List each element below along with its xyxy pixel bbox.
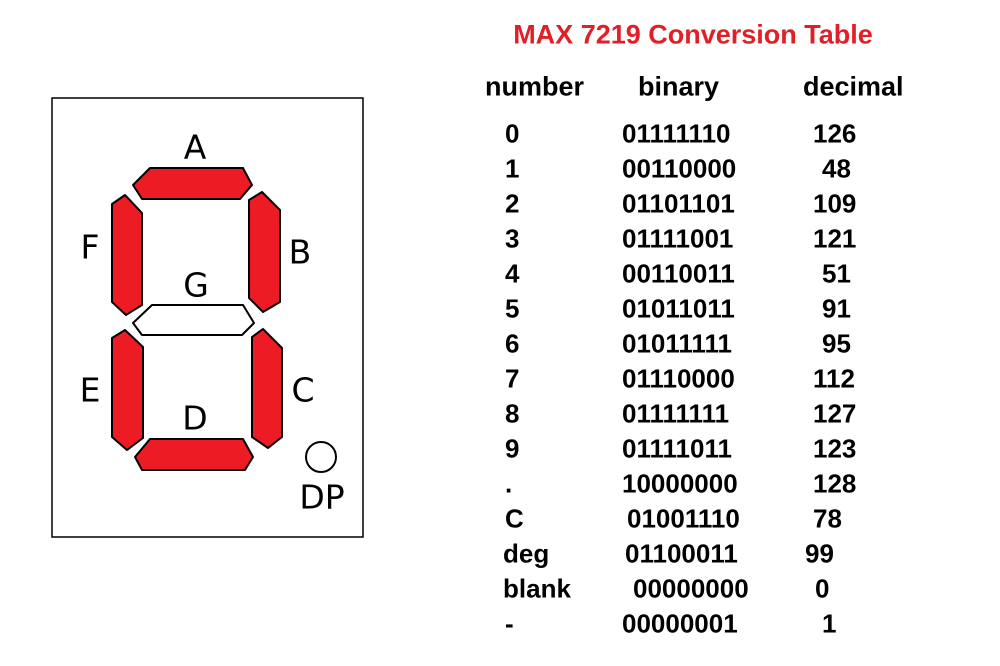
cell-binary: 01001110 bbox=[627, 503, 740, 534]
cell-number: . bbox=[505, 468, 513, 499]
cell-number: 0 bbox=[505, 118, 520, 149]
cell-binary: 10000000 bbox=[622, 468, 738, 499]
cell-decimal: 123 bbox=[813, 433, 857, 464]
cell-number: blank bbox=[503, 573, 571, 604]
cell-number: C bbox=[505, 503, 524, 534]
label-segment-f: F bbox=[81, 228, 100, 267]
cell-decimal: 112 bbox=[813, 363, 855, 394]
cell-number: 7 bbox=[505, 363, 520, 394]
cell-number: 2 bbox=[505, 188, 520, 219]
label-segment-c: C bbox=[291, 371, 314, 410]
cell-number: 1 bbox=[505, 153, 520, 184]
segment-b bbox=[248, 191, 281, 313]
cell-binary: 00000000 bbox=[633, 573, 749, 604]
cell-number: - bbox=[505, 608, 514, 639]
cell-binary: 01111001 bbox=[622, 223, 734, 254]
cell-decimal: 78 bbox=[813, 503, 842, 534]
cell-number: 5 bbox=[505, 293, 520, 324]
cell-decimal: 99 bbox=[805, 538, 834, 569]
label-segment-b: B bbox=[289, 233, 312, 272]
cell-binary: 00000001 bbox=[622, 608, 738, 639]
label-dp: DP bbox=[299, 478, 344, 517]
cell-decimal: 0 bbox=[815, 573, 830, 604]
cell-number: 9 bbox=[505, 433, 520, 464]
segment-a bbox=[132, 167, 253, 200]
segment-g bbox=[132, 304, 255, 336]
cell-binary: 01101101 bbox=[622, 188, 735, 219]
cell-binary: 00110011 bbox=[622, 258, 735, 289]
cell-binary: 01011111 bbox=[622, 328, 732, 359]
cell-binary: 01111111 bbox=[622, 398, 730, 429]
cell-decimal: 126 bbox=[813, 118, 857, 149]
cell-decimal: 51 bbox=[822, 258, 851, 289]
cell-number: 6 bbox=[505, 328, 520, 359]
header-decimal: decimal bbox=[803, 71, 904, 102]
cell-decimal: 128 bbox=[813, 468, 857, 499]
table-title: MAX 7219 Conversion Table bbox=[513, 19, 873, 50]
cell-decimal: 109 bbox=[813, 188, 857, 219]
segment-f bbox=[111, 194, 143, 316]
cell-binary: 01100011 bbox=[625, 538, 738, 569]
segment-e bbox=[111, 329, 144, 451]
cell-binary: 01111011 bbox=[622, 433, 732, 464]
header-number: number bbox=[485, 71, 585, 102]
cell-number: deg bbox=[503, 538, 550, 569]
label-segment-d: D bbox=[182, 399, 207, 438]
cell-binary: 01111110 bbox=[622, 118, 731, 149]
cell-decimal: 121 bbox=[813, 223, 857, 254]
label-segment-e: E bbox=[80, 371, 101, 410]
cell-decimal: 91 bbox=[822, 293, 851, 324]
cell-binary: 01110000 bbox=[622, 363, 735, 394]
cell-decimal: 1 bbox=[822, 608, 837, 639]
cell-number: 8 bbox=[505, 398, 520, 429]
label-segment-a: A bbox=[184, 128, 207, 167]
segment-dp bbox=[305, 441, 337, 473]
cell-binary: 00110000 bbox=[622, 153, 737, 184]
header-binary: binary bbox=[638, 71, 720, 102]
cell-decimal: 127 bbox=[813, 398, 857, 429]
cell-binary: 01011011 bbox=[622, 293, 735, 324]
cell-decimal: 95 bbox=[822, 328, 851, 359]
cell-decimal: 48 bbox=[822, 153, 851, 184]
cell-number: 4 bbox=[505, 258, 520, 289]
label-segment-g: G bbox=[183, 266, 209, 305]
segment-d bbox=[134, 438, 254, 471]
segment-c bbox=[251, 328, 283, 449]
cell-number: 3 bbox=[505, 223, 520, 254]
